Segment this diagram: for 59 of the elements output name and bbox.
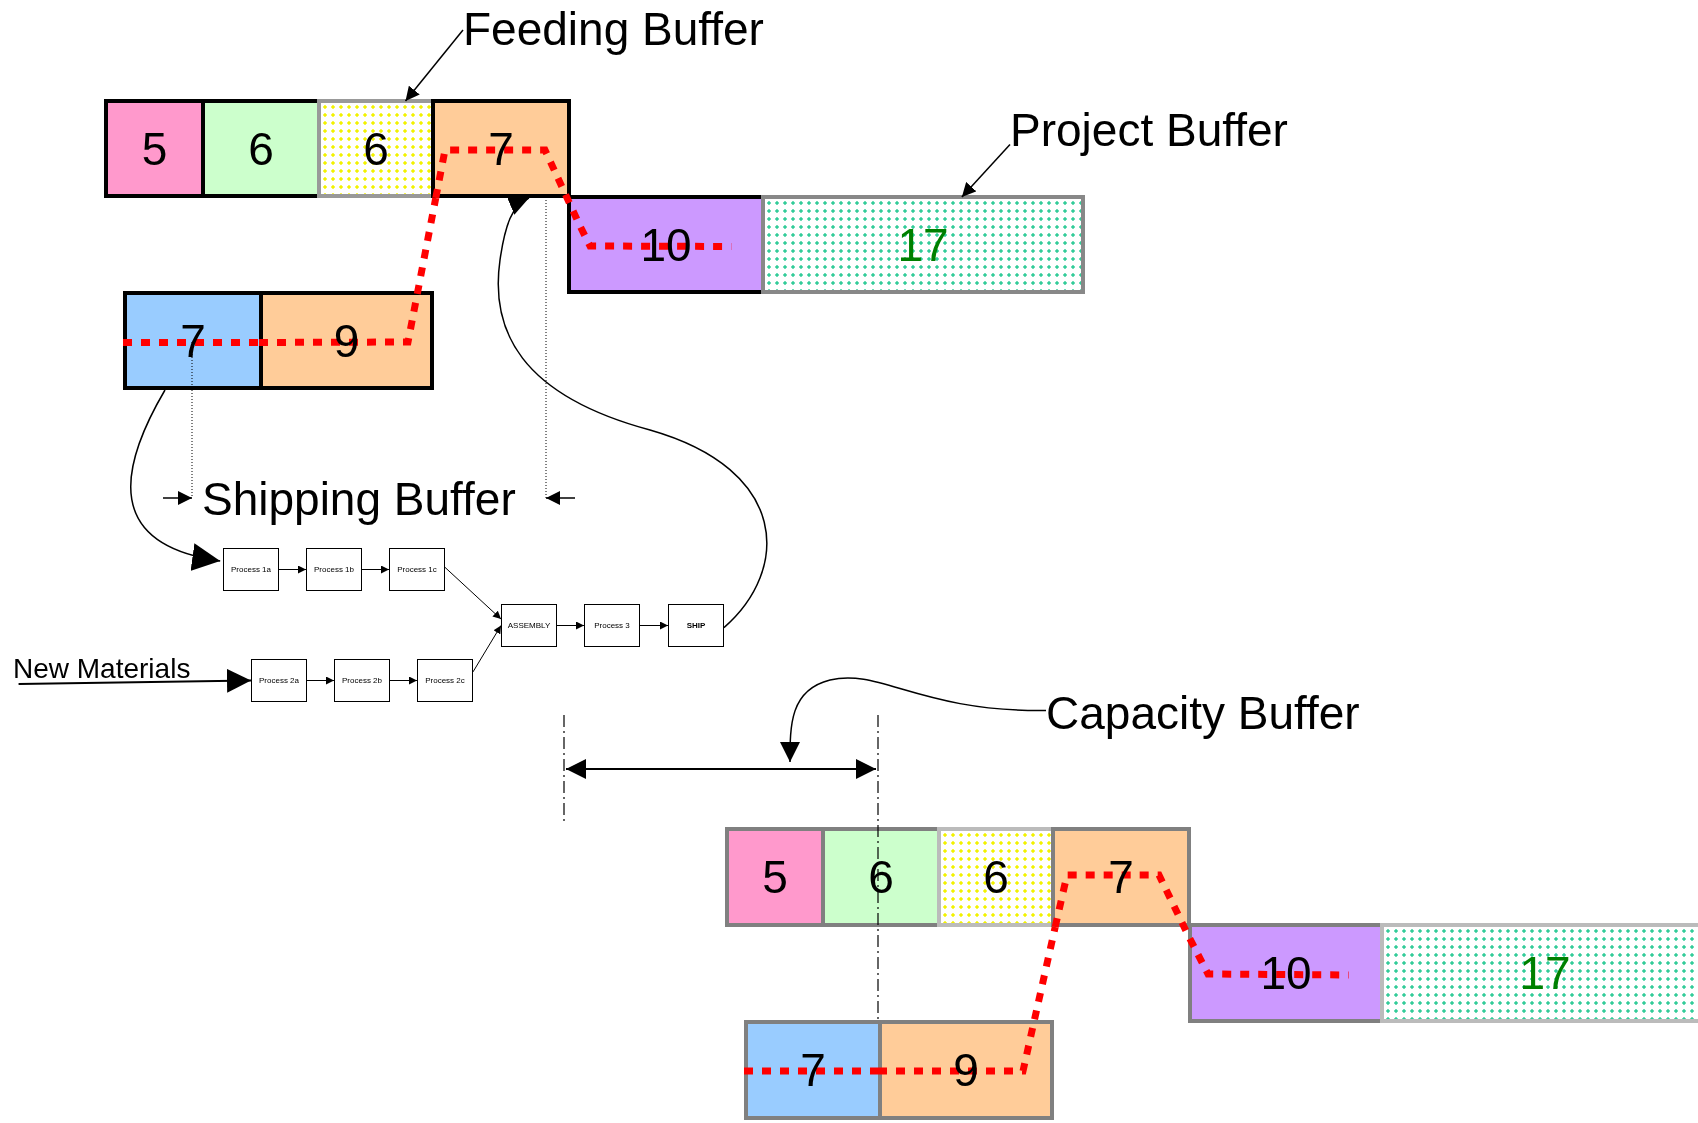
buffer-label: Capacity Buffer (1046, 688, 1376, 738)
buffer-length: 6 (363, 125, 389, 172)
task-duration: 10 (640, 221, 692, 268)
task-duration: 7 (488, 125, 514, 172)
task-duration: 10 (1260, 950, 1312, 996)
arrow (361, 565, 390, 574)
arrow (780, 677, 1047, 763)
critical-chain-line (1051, 871, 1349, 979)
buffer-length: 6 (983, 854, 1009, 900)
process-label: Process 3 (594, 621, 630, 630)
task-duration: 7 (800, 1047, 826, 1093)
process-label: Process 2b (342, 676, 382, 685)
process-box (223, 548, 279, 591)
arrow (130, 389, 221, 570)
process-box (389, 548, 445, 591)
task-duration: 5 (141, 125, 168, 172)
task-duration: 7 (1108, 854, 1134, 900)
process-box (417, 659, 473, 702)
process-label: Process 2a (259, 676, 299, 685)
process-box (334, 659, 390, 702)
arrow (389, 676, 418, 685)
process-label: SHIP (686, 621, 706, 630)
task-duration: 6 (868, 854, 894, 900)
task-bar (431, 99, 571, 198)
arrow (961, 143, 1011, 198)
input-label: New Materials (13, 653, 199, 684)
process-label: ASSEMBLY (507, 621, 551, 630)
buffer-length: 17 (1519, 950, 1571, 996)
task-duration: 6 (248, 125, 274, 172)
buffer-bar (761, 195, 1085, 294)
arrow (306, 676, 335, 685)
arrow (556, 621, 585, 630)
process-label: Process 2c (425, 676, 465, 685)
arrow (639, 621, 669, 630)
process-box (668, 604, 724, 647)
process-box (306, 548, 362, 591)
buffer-bar (1380, 923, 1698, 1023)
process-box (584, 604, 640, 647)
process-label: Process 1a (231, 565, 271, 574)
task-duration: 9 (333, 317, 360, 364)
process-box (251, 659, 307, 702)
process-box (501, 604, 557, 647)
arrow (404, 29, 464, 102)
task-duration: 9 (953, 1047, 979, 1093)
process-label: Process 1b (314, 565, 354, 574)
buffer-label: Project Buffer (1010, 106, 1300, 154)
arrow (444, 566, 502, 620)
arrow (278, 565, 307, 574)
critical-chain-line (878, 926, 1059, 1075)
task-bar (1051, 827, 1191, 927)
task-duration: 5 (762, 854, 788, 900)
arrow (472, 625, 502, 673)
dimension-label: Shipping Buffer (202, 474, 516, 524)
buffer-length: 17 (897, 221, 949, 268)
task-duration: 7 (180, 317, 206, 364)
process-label: Process 1c (397, 565, 437, 574)
critical-chain-line (259, 197, 440, 346)
arrow (17, 668, 252, 693)
arrow (497, 197, 768, 629)
